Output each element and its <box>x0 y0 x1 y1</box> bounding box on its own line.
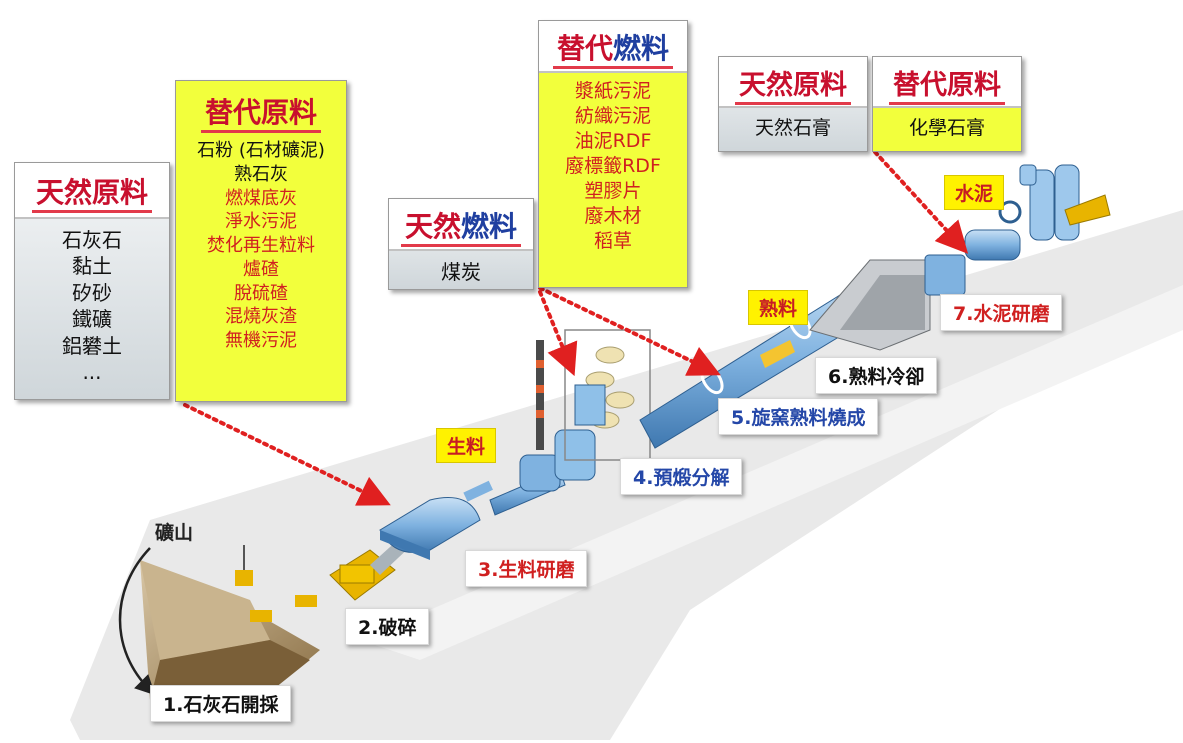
natural-gypsum-box: 天然原料 天然石膏 <box>718 56 868 152</box>
list-item: 塑膠片 <box>584 180 642 203</box>
step-6-clinker-cooling: 6.熟料冷卻 <box>815 357 938 394</box>
alt-gypsum-box: 替代原料 化學石膏 <box>872 56 1022 152</box>
alt-fuel-heading-1: 替代 <box>556 32 613 65</box>
cement-silos-icon <box>1019 164 1111 241</box>
list-item: 廢木材 <box>584 205 642 228</box>
arrow-gypsum-to-mill <box>873 150 969 254</box>
list-item: 油泥RDF <box>574 130 652 153</box>
list-item: 石粉 (石材礦泥) <box>197 140 325 161</box>
list-item: 化學石膏 <box>908 117 985 139</box>
mine-label: 礦山 <box>155 522 194 544</box>
step-2-crushing: 2.破碎 <box>345 608 430 645</box>
input-arrows <box>183 150 969 506</box>
natural-raw-materials-box: 天然原料 石灰石 黏土 矽砂 鐵礦 鋁礬土 ... <box>14 162 170 400</box>
raw-mill-icon <box>379 480 493 560</box>
step-7-cement-grinding: 7.水泥研磨 <box>940 294 1063 331</box>
list-item: 脫硫碴 <box>234 282 288 304</box>
step-5-kiln-burning: 5.旋窯熟料燒成 <box>718 398 879 435</box>
alt-raw-heading: 替代原料 <box>200 96 321 133</box>
arrow-alt-fuel-to-kiln <box>538 286 721 376</box>
list-item: 燃煤底灰 <box>225 187 297 209</box>
natural-raw-list: 石灰石 黏土 矽砂 鐵礦 鋁礬土 ... <box>15 219 169 385</box>
list-item: 天然石膏 <box>754 117 831 139</box>
chimney-icon <box>536 340 544 450</box>
step-3-raw-milling: 3.生料研磨 <box>465 550 588 587</box>
clinker-cooler-icon <box>809 259 931 351</box>
list-item: 石灰石 <box>62 228 122 252</box>
list-item: 焚化再生粒料 <box>207 235 315 256</box>
list-item: 爐碴 <box>243 258 279 280</box>
list-item: 漿紙污泥 <box>574 80 651 102</box>
list-item: 鐵礦 <box>72 307 112 332</box>
alt-fuel-list: 漿紙污泥 紡織污泥 油泥RDF 廢標籤RDF 塑膠片 廢木材 稻草 <box>539 73 687 255</box>
list-item: 無機污泥 <box>225 330 297 351</box>
raw-meal-tag: 生料 <box>436 428 497 463</box>
alt-raw-list: 石粉 (石材礦泥)熟石灰燃煤底灰淨水污泥焚化再生粒料爐碴脫硫碴混燒灰渣無機污泥 <box>176 135 346 353</box>
list-item: 紡織污泥 <box>574 105 651 128</box>
list-item: 黏土 <box>72 254 112 279</box>
clinker-tag: 熟料 <box>748 290 809 325</box>
list-item: 煤炭 <box>441 260 481 284</box>
step-1-quarrying: 1.石灰石開採 <box>150 685 292 722</box>
alt-raw-materials-box: 替代原料 石粉 (石材礦泥)熟石灰燃煤底灰淨水污泥焚化再生粒料爐碴脫硫碴混燒灰渣… <box>175 80 347 402</box>
cement-tag: 水泥 <box>944 175 1005 210</box>
list-item: ... <box>82 359 102 384</box>
list-item: 廢標籤RDF <box>565 155 661 178</box>
natural-gypsum-heading: 天然原料 <box>735 70 851 105</box>
preheater-tower-icon <box>564 329 651 461</box>
list-item: 鋁礬土 <box>62 333 122 358</box>
list-item: 淨水污泥 <box>225 211 297 233</box>
natural-fuel-box: 天然燃料 煤炭 <box>388 198 534 290</box>
mine-arrow <box>118 547 156 696</box>
alt-fuel-heading-2: 燃料 <box>613 32 670 65</box>
alt-fuel-box: 替代燃料 漿紙污泥 紡織污泥 油泥RDF 廢標籤RDF 塑膠片 廢木材 稻草 <box>538 20 688 288</box>
cement-mill-icon <box>924 200 1022 296</box>
list-item: 熟石灰 <box>234 163 288 185</box>
alt-gypsum-heading: 替代原料 <box>889 70 1005 105</box>
list-item: 矽砂 <box>72 280 112 305</box>
natural-fuel-heading-2: 燃料 <box>461 210 518 243</box>
natural-fuel-heading-1: 天然 <box>404 210 461 243</box>
arrow-alt-raw-to-mill <box>183 403 391 506</box>
list-item: 稻草 <box>593 230 632 253</box>
list-item: 混燒灰渣 <box>225 306 297 328</box>
step-4-precalcining: 4.預煅分解 <box>620 458 743 495</box>
arrow-coal-to-preheater <box>538 290 578 377</box>
natural-raw-heading: 天然原料 <box>31 176 152 213</box>
